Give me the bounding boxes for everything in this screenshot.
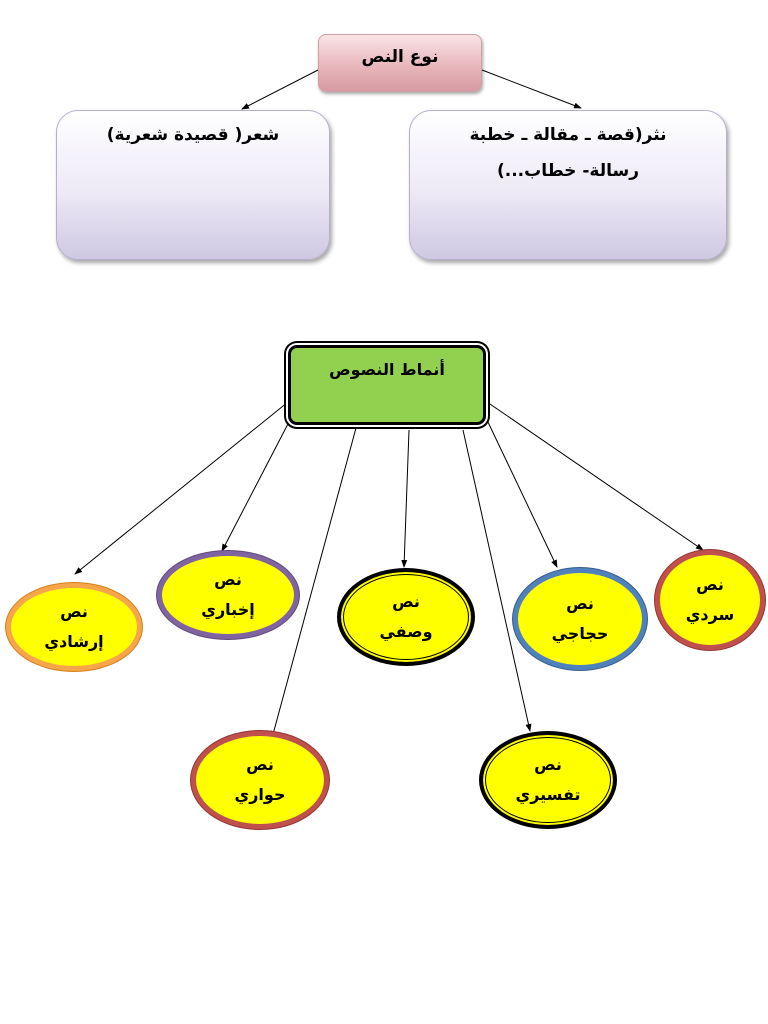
node-label-line1: نص xyxy=(60,602,88,621)
text-type-root: نوع النص xyxy=(318,34,482,92)
arrow-to-poetry xyxy=(241,69,319,110)
poetry-label: شعر( قصيدة شعرية) xyxy=(106,125,280,145)
arrow-to-dialogue xyxy=(270,427,357,739)
text-patterns-root: أنماط النصوص xyxy=(288,345,486,425)
poetry-box: شعر( قصيدة شعرية) xyxy=(56,110,330,260)
node-label-line2: تفسيري xyxy=(515,785,581,804)
node-label-line1: نص xyxy=(214,570,242,589)
text-patterns-root-label: أنماط النصوص xyxy=(329,360,445,379)
node-label-line2: حجاجي xyxy=(551,624,609,643)
arrow-to-explanatory xyxy=(462,429,532,732)
arrow-to-argumentative xyxy=(486,419,558,568)
arrow-to-guidance xyxy=(74,401,289,575)
text-type-root-label: نوع النص xyxy=(361,47,439,67)
node-descriptive: نص وصفي xyxy=(337,568,475,666)
arrow-to-informative xyxy=(221,419,291,552)
arrow-to-narrative xyxy=(486,401,704,551)
node-argumentative: نص حجاجي xyxy=(513,568,647,670)
node-informative: نص إخباري xyxy=(157,551,299,639)
prose-box: نثر(قصة ـ مقالة ـ خطبة رسالة- خطاب...) xyxy=(409,110,727,260)
prose-label-line2: رسالة- خطاب...) xyxy=(497,161,639,181)
node-label-line1: نص xyxy=(566,594,594,613)
node-label-line2: حواري xyxy=(234,785,286,804)
node-label-line1: نص xyxy=(246,755,274,774)
node-label-line2: وصفي xyxy=(379,622,433,641)
node-label-line2: إرشادي xyxy=(44,632,104,651)
node-narrative: نص سردي xyxy=(655,550,765,650)
arrow-to-prose xyxy=(481,69,582,109)
node-label-line1: نص xyxy=(392,592,420,611)
node-explanatory: نص تفسيري xyxy=(479,731,617,829)
node-guidance: نص إرشادي xyxy=(6,583,142,671)
node-label-line1: نص xyxy=(534,755,562,774)
node-label-line1: نص xyxy=(696,575,724,594)
prose-label-line1: نثر(قصة ـ مقالة ـ خطبة xyxy=(469,125,667,145)
node-label-line2: إخباري xyxy=(201,600,255,619)
arrow-to-descriptive xyxy=(401,429,410,568)
node-dialogue: نص حواري xyxy=(191,731,329,829)
node-label-line2: سردي xyxy=(685,605,735,624)
